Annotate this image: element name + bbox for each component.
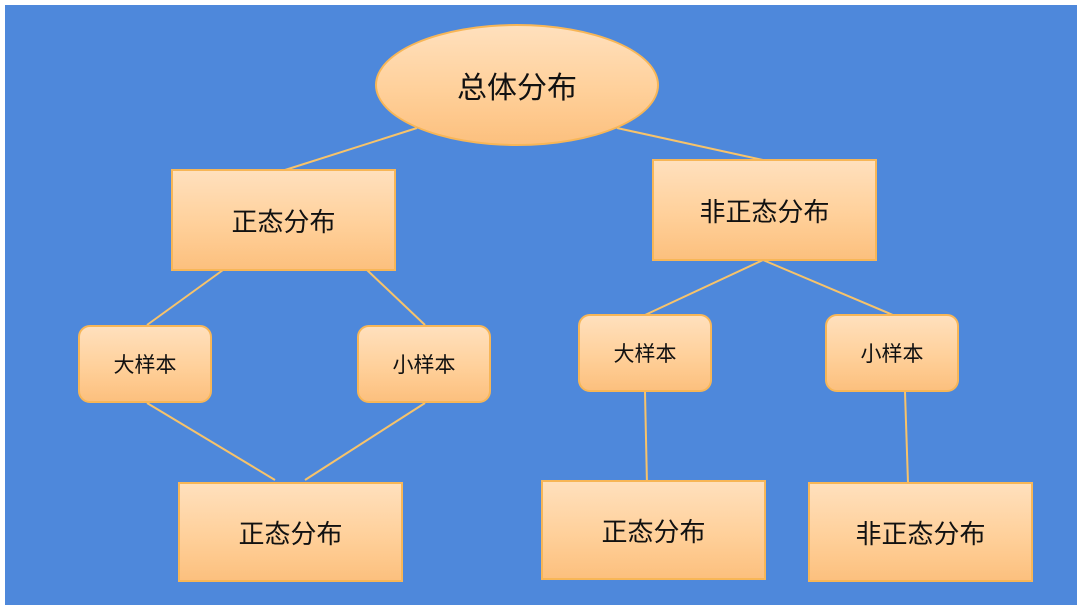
connector-lines — [146, 127, 909, 486]
diagram-canvas: 总体分布 正态分布 非正态分布 大样本 小样本 大样本 小样本 正态分布 正态分… — [5, 5, 1077, 605]
result-node-nonnormal-from-small: 非正态分布 — [808, 482, 1033, 582]
connector-small-to-nonnormal-result — [904, 391, 909, 484]
node-normal-large-sample: 大样本 — [78, 325, 212, 403]
connector-large-to-normal-result — [644, 391, 648, 486]
result-node-normal-merged: 正态分布 — [178, 482, 403, 582]
node-nonnormal-distribution: 非正态分布 — [652, 159, 877, 261]
root-node-total-distribution: 总体分布 — [375, 24, 659, 146]
node-nonnormal-large-sample: 大样本 — [578, 314, 712, 392]
connector-normal-to-small — [366, 269, 426, 326]
connector-normal-to-large — [146, 269, 224, 326]
connector-root-to-nonnormal — [616, 127, 764, 161]
result-node-normal-from-large: 正态分布 — [541, 480, 766, 580]
connector-root-to-normal — [284, 127, 418, 171]
connector-large-to-merged-result — [146, 402, 276, 481]
connector-nonnormal-to-small — [762, 259, 894, 316]
node-normal-small-sample: 小样本 — [357, 325, 491, 403]
node-normal-distribution: 正态分布 — [171, 169, 396, 271]
connector-nonnormal-to-large — [644, 259, 764, 316]
node-nonnormal-small-sample: 小样本 — [825, 314, 959, 392]
connector-small-to-merged-result — [304, 402, 426, 481]
